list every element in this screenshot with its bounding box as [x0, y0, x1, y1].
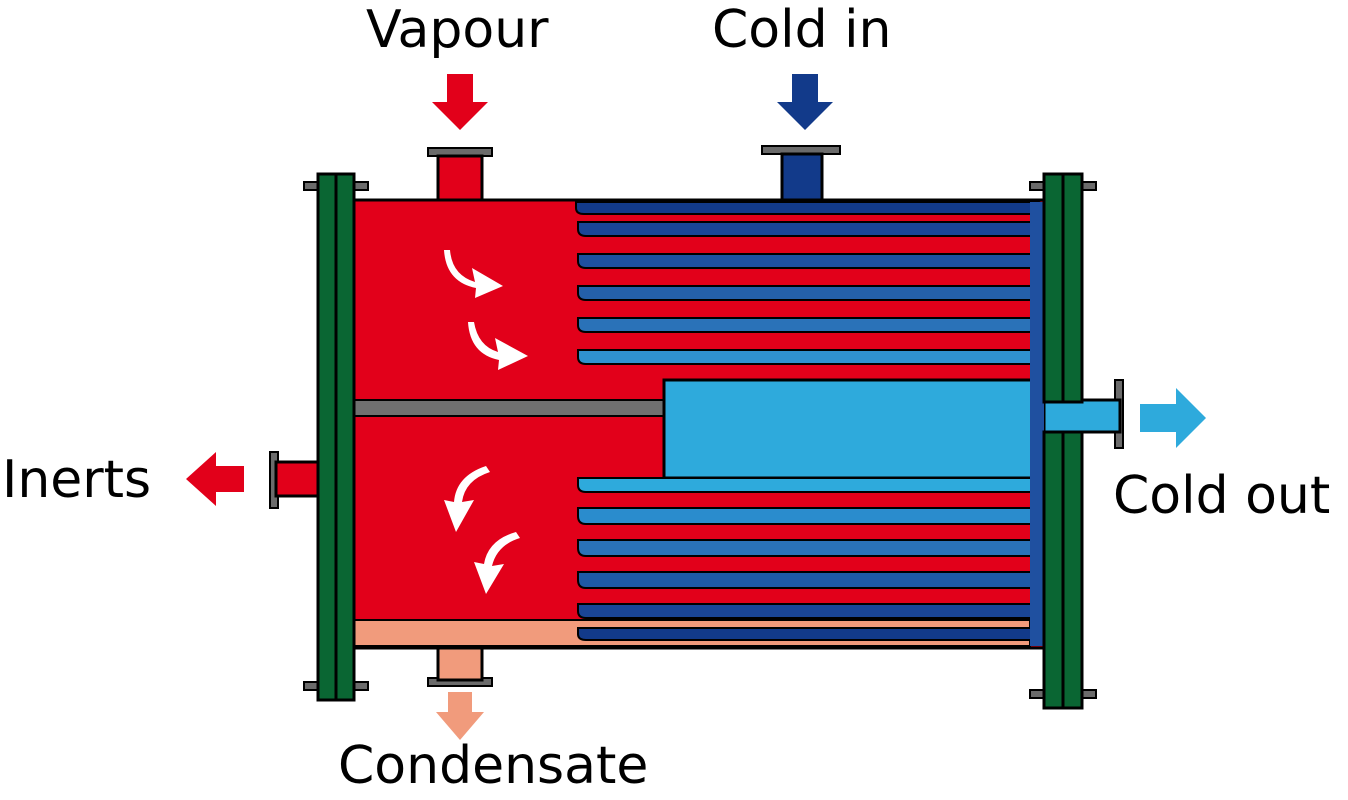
cold-out-nozzle — [1038, 398, 1122, 434]
cold-in-nozzle — [780, 152, 824, 206]
left-flange — [303, 172, 369, 702]
right-flange — [1029, 172, 1097, 710]
condensate-arrow-icon — [436, 692, 484, 740]
cold-in-arrow-icon — [777, 74, 833, 130]
condensate-label: Condensate — [338, 736, 649, 796]
cold-in-label: Cold in — [712, 0, 892, 60]
cold-out-chamber — [662, 378, 1046, 480]
vapour-nozzle — [436, 154, 484, 206]
inerts-label: Inerts — [2, 450, 152, 510]
vapour-label: Vapour — [366, 0, 549, 60]
curved-arrow-icon — [444, 466, 490, 532]
curved-arrow-icon — [468, 322, 528, 370]
shell-flow-arrows — [444, 250, 528, 594]
curved-arrow-icon — [444, 250, 503, 298]
curved-arrow-icon — [474, 532, 520, 594]
inerts-arrow-icon — [186, 452, 244, 506]
cold-out-label: Cold out — [1113, 466, 1331, 526]
tube-header-right — [1030, 202, 1044, 646]
cold-out-arrow-icon — [1140, 388, 1206, 448]
baffle-plate — [353, 399, 667, 417]
vapour-arrow-icon — [432, 74, 488, 130]
